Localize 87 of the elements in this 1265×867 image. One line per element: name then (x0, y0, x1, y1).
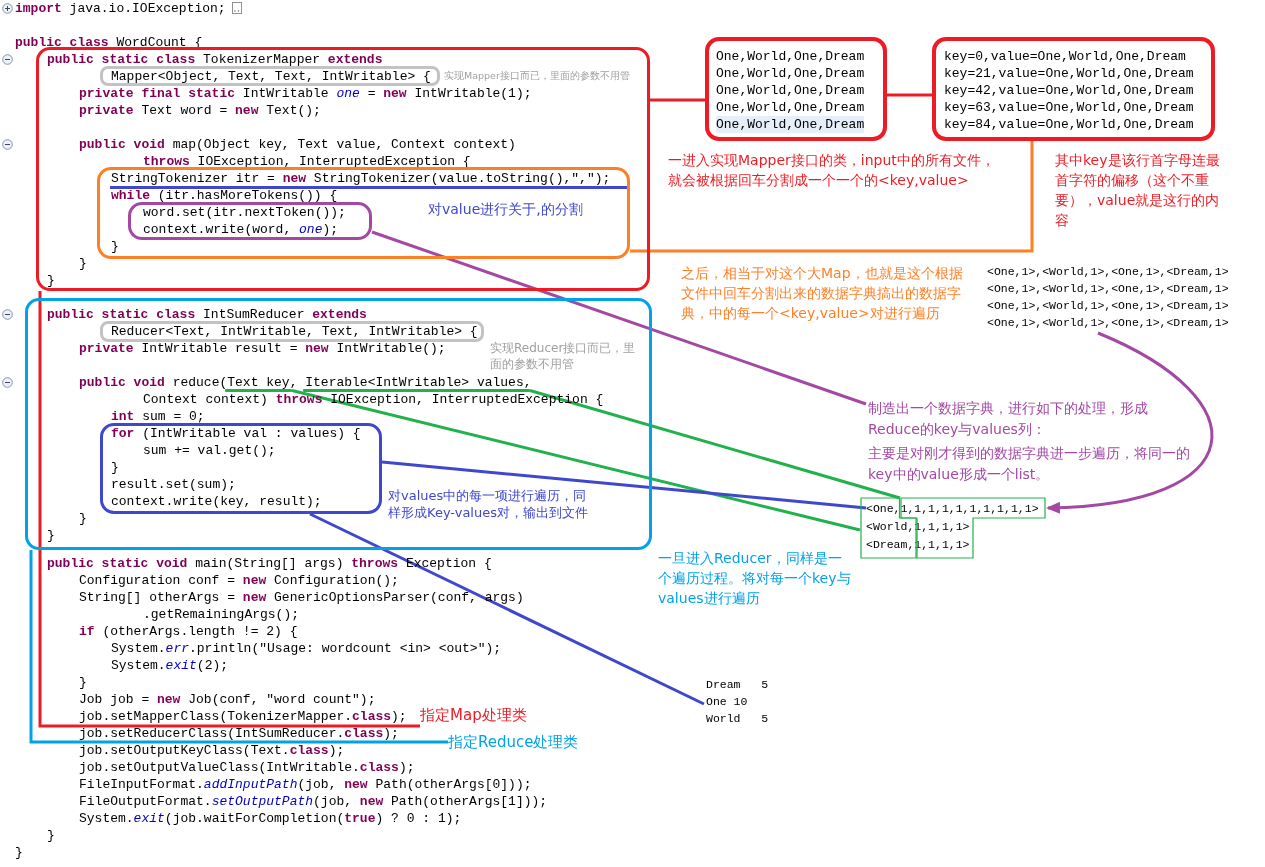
leader-line (29, 550, 448, 744)
leader-line (371, 230, 867, 406)
code-line: } (79, 510, 87, 527)
code-line: System.exit(job.waitForCompletion(true) ? 0 : 1); (79, 810, 462, 827)
data-line: key=21,value=One,World,One,Dream (944, 65, 1194, 82)
code-line: Mapper<Object, Text, Text, IntWritable> { (111, 68, 431, 85)
code-line: FileOutputFormat.setOutputPath(job, new Path(otherArgs[1])); (79, 793, 548, 810)
code-line: } (79, 255, 87, 272)
code-line: result.set(sum); (111, 476, 236, 493)
code-line: public static class IntSumReducer extends (47, 306, 367, 323)
data-line: One,World,One,Dream (716, 82, 865, 99)
data-line: One,World,One,Dream (716, 48, 865, 65)
code-line: Reducer<Text, IntWritable, Text, IntWritable> { (111, 323, 478, 340)
code-line: private final static IntWritable one = new IntWritable(1); (79, 85, 532, 102)
code-line: int sum = 0; (111, 408, 205, 425)
code-line: while (itr.hasMoreTokens()) { (111, 187, 338, 204)
code-line: job.setOutputKeyClass(Text.class); (79, 742, 345, 759)
underline-mark (303, 389, 530, 392)
underline-mark (225, 389, 292, 392)
code-line: for (IntWritable val : values) { (111, 425, 361, 442)
code-line: private Text word = new Text(); (79, 102, 321, 119)
data-line: key=63,value=One,World,One,Dream (944, 99, 1194, 116)
annotation-text: 一进入实现Mapper接口的类，input中的所有文件，就会被根据回车分割成一个一个的<key,value> (668, 151, 996, 190)
annotation-text: 实现Reducer接口而已，里面的参数不用管 (490, 340, 637, 372)
code-line: if (otherArgs.length != 2) { (79, 623, 298, 640)
code-line: job.setReducerClass(IntSumReducer.class); (79, 725, 399, 742)
code-line: } (47, 827, 55, 844)
data-line: One,World,One,Dream (716, 65, 865, 82)
data-line: key=0,value=One,World,One,Dream (944, 48, 1186, 65)
leader-line (381, 460, 867, 510)
data-line: <One,1>,<World,1>,<One,1>,<Dream,1> (987, 315, 1229, 331)
highlight-frame (97, 167, 630, 259)
annotation-text: 之后，相当于对这个大Map，也就是这个根据文件中回车分割出来的数据字典搞出的数据字典，中的每一个<key,value>对进行遍历 (681, 264, 964, 323)
code-line: job.setOutputValueClass(IntWritable.class); (79, 759, 415, 776)
leader-line (529, 389, 901, 500)
leader-line (630, 141, 1034, 253)
code-line: private IntWritable result = new IntWritable(); (79, 340, 446, 357)
code-line: context.write(key, result); (111, 493, 322, 510)
data-line: One,World,One,Dream (716, 99, 865, 116)
code-line: context.write(word, one); (143, 221, 339, 238)
annotation-text: 对values中的每一项进行遍历，同样形成Key-values对，输出到文件 (388, 487, 589, 521)
highlight-frame (25, 298, 652, 550)
code-line: word.set(itr.nextToken()); (143, 204, 346, 221)
data-line: <One,1>,<World,1>,<One,1>,<Dream,1> (987, 264, 1229, 280)
output-line: Dream 5 (706, 677, 769, 693)
leader-line (309, 512, 705, 706)
code-line: public void reduce(Text key, Iterable<IntWritable> values, (79, 374, 532, 391)
highlight-frame (705, 37, 887, 141)
code-line: Job job = new Job(conf, "word count"); (79, 691, 376, 708)
annotation-text: 实现Mapper接口而已，里面的参数不用管 (444, 69, 631, 83)
data-line: key=84,value=One,World,One,Dream (944, 116, 1194, 133)
code-line: StringTokenizer itr = new StringTokenizer(value.toString(),","); (111, 170, 611, 187)
code-line: } (79, 674, 87, 691)
leader-line (291, 389, 861, 532)
annotation-text: 对value进行关于,的分割 (428, 200, 584, 219)
annotation-text: 指定Reduce处理类 (448, 731, 579, 753)
code-line: System.err.println("Usage: wordcount <in> <out>"); (111, 640, 502, 657)
code-line: } (47, 527, 55, 544)
annotation-text: 其中key是该行首字母连最首字符的偏移（这个不重要），value就是这行的内容 (1055, 151, 1220, 230)
annotation-text: 一旦进入Reducer，同样是一个遍历过程。将对每一个key与values进行遍历 (658, 549, 852, 608)
data-line: <One,1>,<World,1>,<One,1>,<Dream,1> (987, 281, 1229, 297)
output-line: One 10 (706, 694, 748, 710)
code-line: } (15, 844, 23, 861)
code-line: FileInputFormat.addInputPath(job, new Path(otherArgs[0])); (79, 776, 532, 793)
annotation-text: 指定Map处理类 (420, 704, 527, 726)
annotation-text: 制造出一个数据字典，进行如下的处理，形成Reduce的key与values列： (868, 399, 1149, 439)
code-line: import java.io.IOException; (15, 0, 226, 17)
highlight-frame (36, 47, 650, 291)
code-line: sum += val.get(); (143, 442, 276, 459)
code-line: } (111, 459, 119, 476)
data-line: <One,1>,<World,1>,<One,1>,<Dream,1> (987, 298, 1229, 314)
annotation-text: 主要是对刚才得到的数据字典进一步遍历，将同一的key中的value形成一个list。 (868, 444, 1191, 484)
code-line: Configuration conf = new Configuration(); (79, 572, 399, 589)
data-line: key=42,value=One,World,One,Dream (944, 82, 1194, 99)
curved-arrow (1046, 331, 1213, 514)
code-line: } (111, 238, 119, 255)
leader-line (650, 98, 705, 102)
code-line: String[] otherArgs = new GenericOptionsParser(conf, args) (79, 589, 524, 606)
code-line: public static class TokenizerMapper extends (47, 51, 383, 68)
code-line: job.setMapperClass(TokenizerMapper.class); (79, 708, 407, 725)
code-line: .getRemainingArgs(); (143, 606, 300, 623)
highlight-frame (128, 202, 372, 240)
code-line: public void map(Object key, Text value, Context context) (79, 136, 516, 153)
output-line: World 5 (706, 711, 769, 727)
code-line: System.exit(2); (111, 657, 229, 674)
leader-line (887, 93, 932, 97)
code-line: } (47, 272, 55, 289)
